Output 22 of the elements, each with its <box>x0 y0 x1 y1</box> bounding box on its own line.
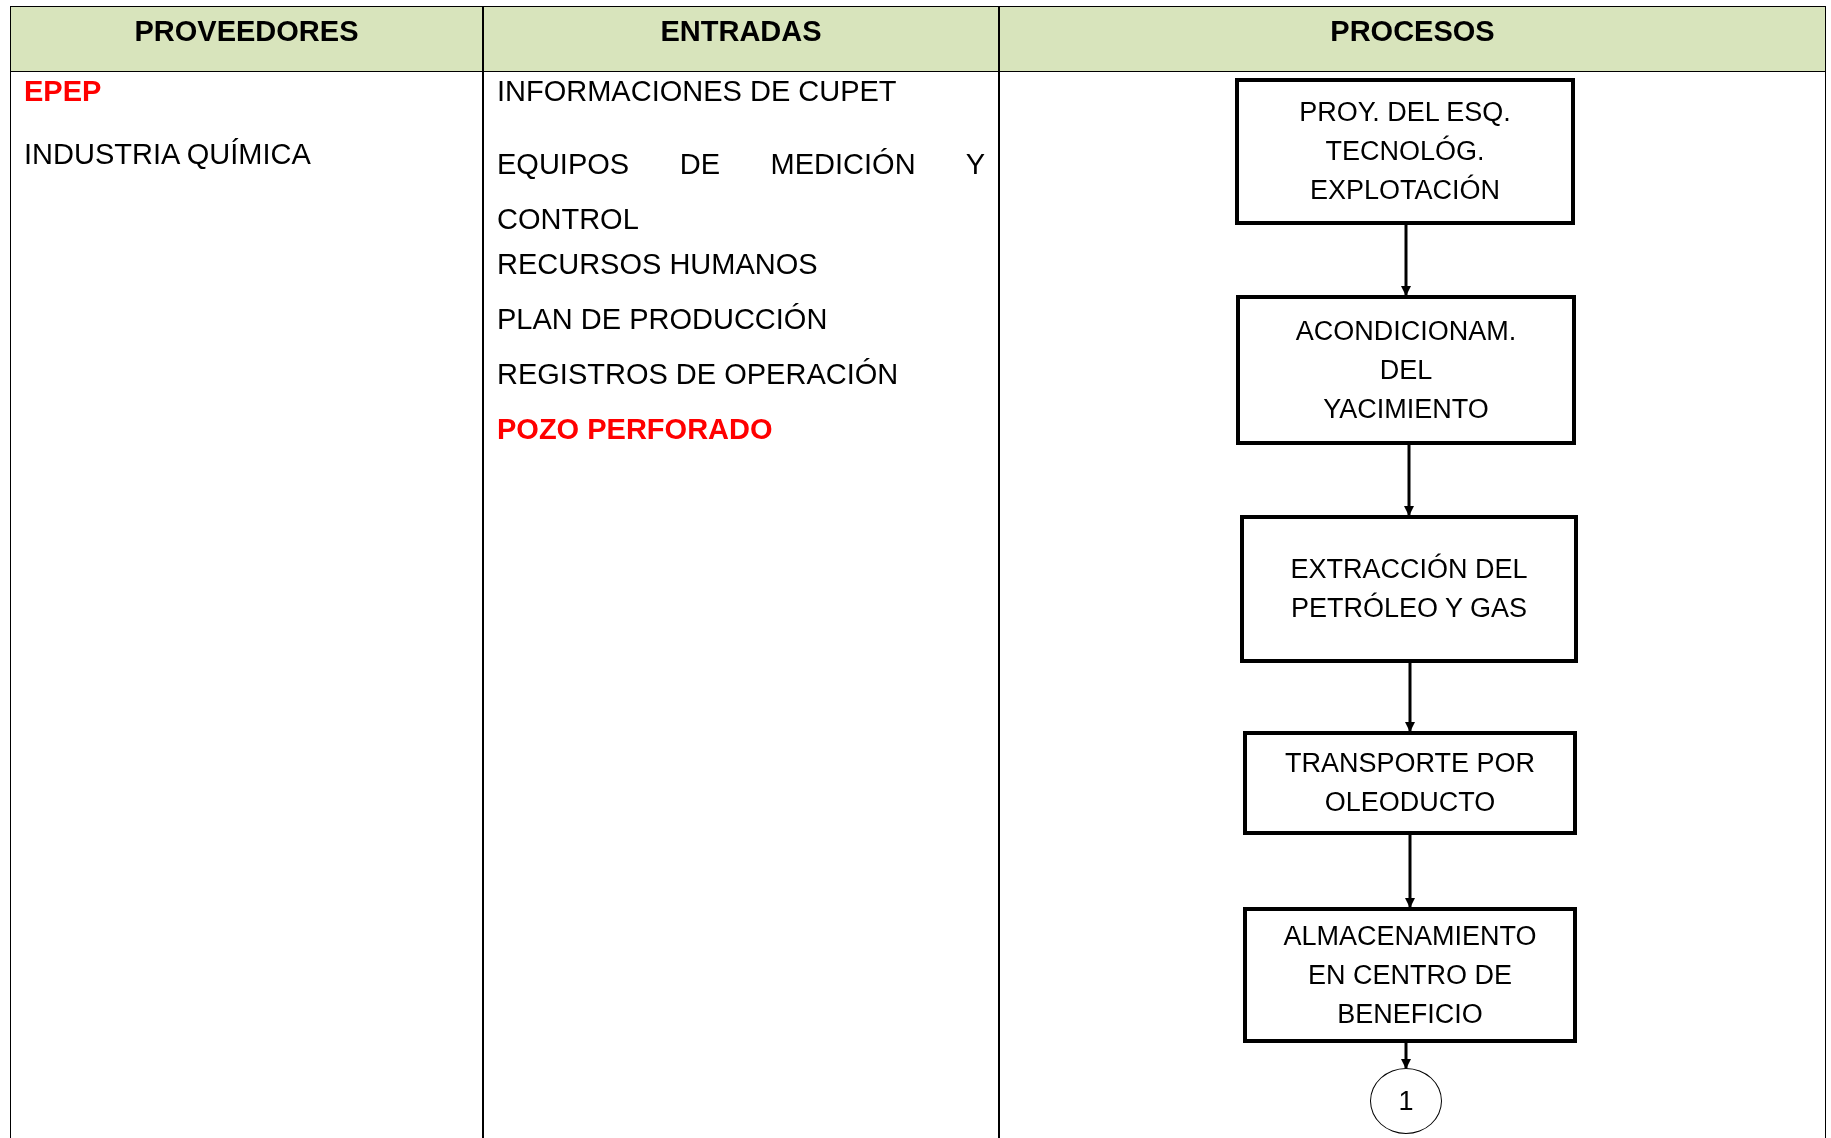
arrow <box>1401 225 1411 296</box>
arrow <box>1404 445 1414 516</box>
arrow <box>1405 835 1415 908</box>
column-header: PROCESOS <box>999 6 1826 72</box>
list-item: PLAN DE PRODUCCIÓN <box>497 302 829 336</box>
process-box: PROY. DEL ESQ. TECNOLÓG. EXPLOTACIÓN <box>1235 78 1575 225</box>
arrow <box>1405 663 1415 732</box>
connector-circle: 1 <box>1370 1068 1442 1134</box>
process-box: EXTRACCIÓN DEL PETRÓLEO Y GAS <box>1240 515 1578 663</box>
list-item: EQUIPOS DE MEDICIÓN Y CONTROL <box>497 147 985 237</box>
process-box: ACONDICIONAM. DEL YACIMIENTO <box>1236 295 1576 445</box>
list-item: RECURSOS HUMANOS <box>497 247 819 281</box>
column-header: PROVEEDORES <box>10 6 483 72</box>
list-item: POZO PERFORADO <box>497 412 774 446</box>
process-box: TRANSPORTE POR OLEODUCTO <box>1243 731 1577 835</box>
list-item: REGISTROS DE OPERACIÓN <box>497 357 900 391</box>
process-box: ALMACENAMIENTO EN CENTRO DE BENEFICIO <box>1243 907 1577 1043</box>
list-item: INFORMACIONES DE CUPET <box>497 74 898 108</box>
list-item: INDUSTRIA QUÍMICA <box>24 137 312 171</box>
column-header: ENTRADAS <box>483 6 999 72</box>
arrow <box>1401 1043 1411 1069</box>
list-item: EPEP <box>24 74 103 108</box>
